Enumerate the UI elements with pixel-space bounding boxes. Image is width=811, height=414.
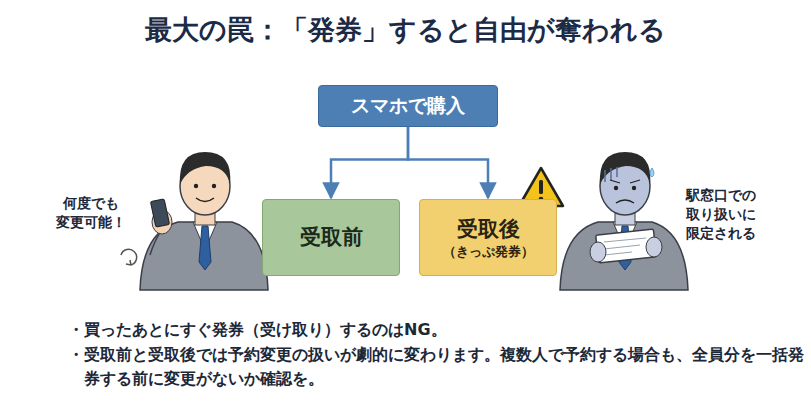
side-note: 駅窓口での 取り扱いに 限定される <box>676 186 766 243</box>
bullet-text: ・買ったあとにすぐ発券（受け取り）するのはNG。 <box>68 318 804 342</box>
flow-arrow <box>331 127 408 198</box>
node-label: 受取前 <box>300 223 363 251</box>
worried-person <box>560 152 688 290</box>
node-label: 受取後 <box>457 215 520 243</box>
happy-person <box>121 152 268 290</box>
state-box: 受取前 <box>262 199 400 276</box>
node-label: スマホで購入 <box>351 93 465 119</box>
start-box: スマホで購入 <box>318 85 498 127</box>
node-sublabel: （きっぷ発券） <box>443 243 534 261</box>
side-note: 何度でも 変更可能！ <box>50 194 132 232</box>
state-box: 受取後（きっぷ発券） <box>419 199 557 276</box>
bullet-text: ・受取前と受取後では予約変更の扱いが劇的に変わります。複数人で予約する場合も、全… <box>68 343 804 391</box>
flow-arrow <box>408 127 488 198</box>
title: 最大の罠：「発券」すると自由が奪われる <box>0 12 811 48</box>
